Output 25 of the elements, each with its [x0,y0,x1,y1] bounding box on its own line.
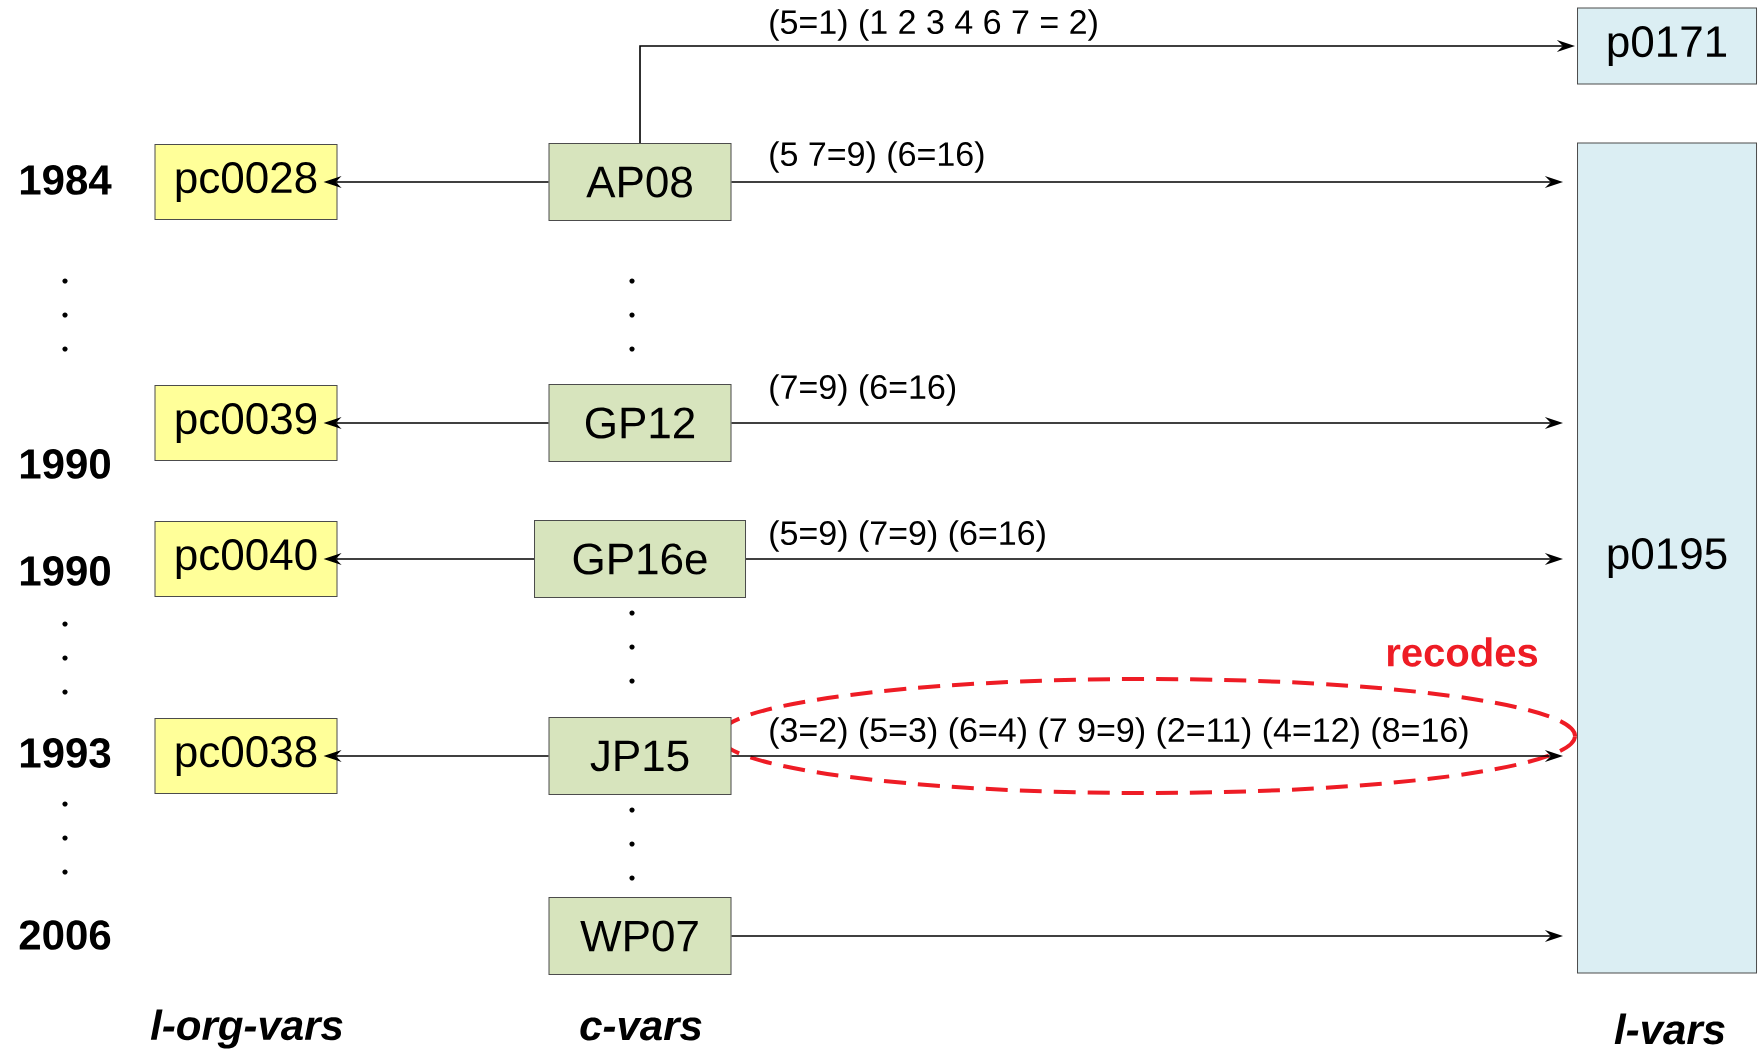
source-variable-box: GP12 [548,384,732,462]
year-label: 1990 [20,449,110,479]
source-variable-box: WP07 [548,897,732,975]
source-variable-box: GP16e [534,520,746,598]
edge-label: (5=9) (7=9) (6=16) [770,520,1045,552]
year-label: 2006 [19,920,111,950]
annotation-label: recodes [1387,637,1538,667]
source-variable-box: JP15 [548,717,732,795]
year-label: 1993 [20,738,111,768]
year-label: 1990 [20,556,110,586]
target-variable-box: p0171 [1577,7,1757,85]
edge-label: (3=2) (5=3) (6=4) (7 9=9) (2=11) (4=12) (8=16) [770,717,1468,749]
org-variable-box: pc0038 [154,718,338,794]
org-variable-box: pc0039 [154,385,338,461]
target-variable-box: p0195 [1577,142,1757,974]
source-variable-box: AP08 [548,143,732,221]
org-variable-box: pc0040 [154,521,338,597]
column-heading: l-org-vars [150,1009,343,1049]
column-heading: c-vars [580,1017,702,1041]
edge-label: (5 7=9) (6=16) [770,141,984,173]
year-label: 1984 [20,165,112,195]
column-heading: l-vars [1614,1013,1725,1045]
edge-label: (5=1) (1 2 3 4 6 7 = 2) [770,9,1097,41]
edge-label: (7=9) (6=16) [770,374,956,406]
org-variable-box: pc0028 [154,144,338,220]
